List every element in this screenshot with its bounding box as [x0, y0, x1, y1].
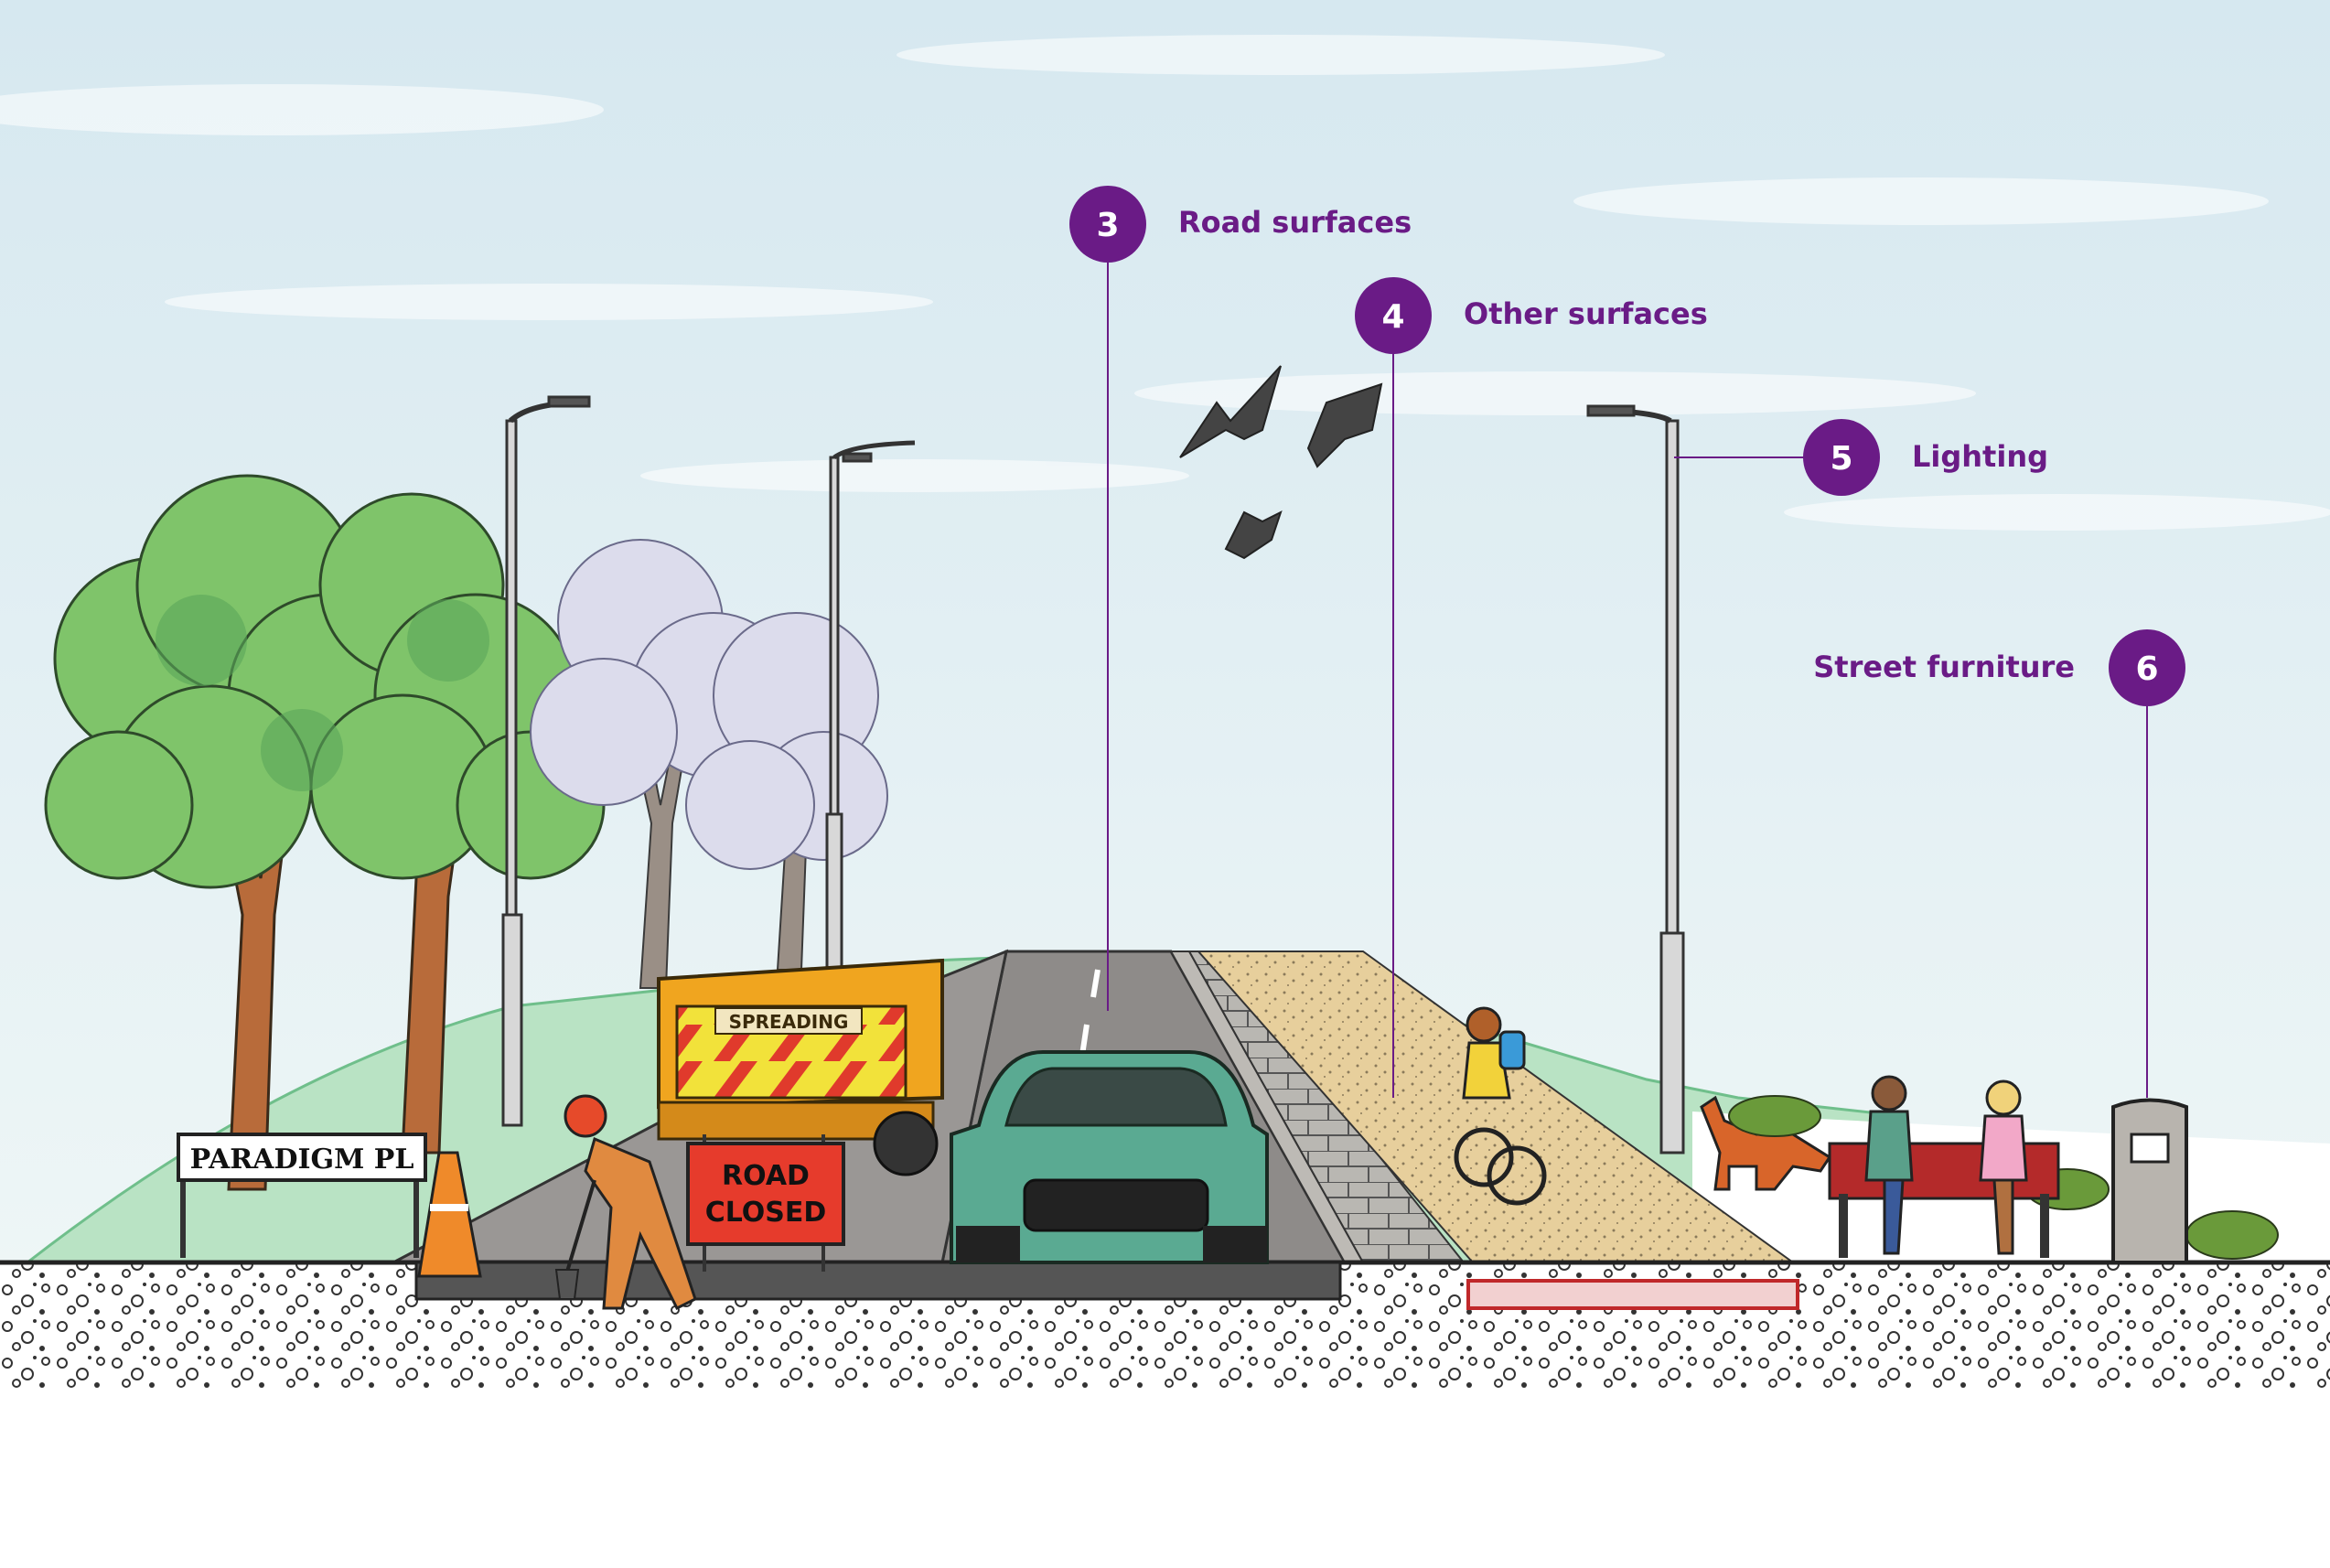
- road-closed-sign: [686, 1134, 845, 1272]
- street-lamp-3: [1586, 404, 1685, 1155]
- callout-6-badge: [2109, 629, 2185, 706]
- callout-5: 5 Lighting: [1803, 419, 2048, 496]
- car: [950, 1050, 1269, 1264]
- green-trees: [44, 474, 606, 1191]
- road-base-layer: [414, 1261, 1342, 1301]
- callout-3-badge: [1069, 186, 1146, 263]
- callout-5-number: 5: [1830, 440, 1852, 478]
- litter-bin: [2111, 1098, 2188, 1264]
- callout-5-label: Lighting: [1912, 439, 2048, 474]
- road-closed-line2: CLOSED: [705, 1197, 827, 1229]
- callout-5-badge: [1803, 419, 1880, 496]
- street-name-sign: [177, 1133, 427, 1258]
- callout-6-number: 6: [2135, 650, 2158, 688]
- gritter-truck: [657, 958, 944, 1176]
- callout-leaders: [1107, 263, 2148, 1098]
- clouds: [0, 35, 2330, 531]
- callout-4: 4 Other surfaces: [1355, 277, 1708, 354]
- callout-6: 6 Street furniture: [1813, 629, 2185, 706]
- street-name: PARADIGM PL: [190, 1144, 414, 1176]
- callout-6-label: Street furniture: [1813, 650, 2075, 684]
- gritter-label: SPREADING: [729, 1011, 849, 1033]
- callout-3: 3 Road surfaces: [1069, 186, 1412, 263]
- callout-3-number: 3: [1096, 207, 1119, 244]
- callout-4-number: 4: [1381, 298, 1404, 336]
- birds: [1179, 365, 1383, 560]
- callout-4-label: Other surfaces: [1464, 296, 1708, 331]
- callout-3-label: Road surfaces: [1178, 205, 1412, 240]
- traffic-cone: [417, 1151, 482, 1278]
- street-lamp-1: [501, 395, 591, 1127]
- callout-4-badge: [1355, 277, 1432, 354]
- cyclist: [1454, 1006, 1547, 1206]
- road-worker: [554, 1094, 697, 1311]
- road-closed-line1: ROAD: [722, 1160, 810, 1192]
- path-base-layer: [1466, 1279, 1799, 1310]
- person-sitting-2: [1979, 1079, 2028, 1255]
- person-sitting-1: [1864, 1075, 1914, 1255]
